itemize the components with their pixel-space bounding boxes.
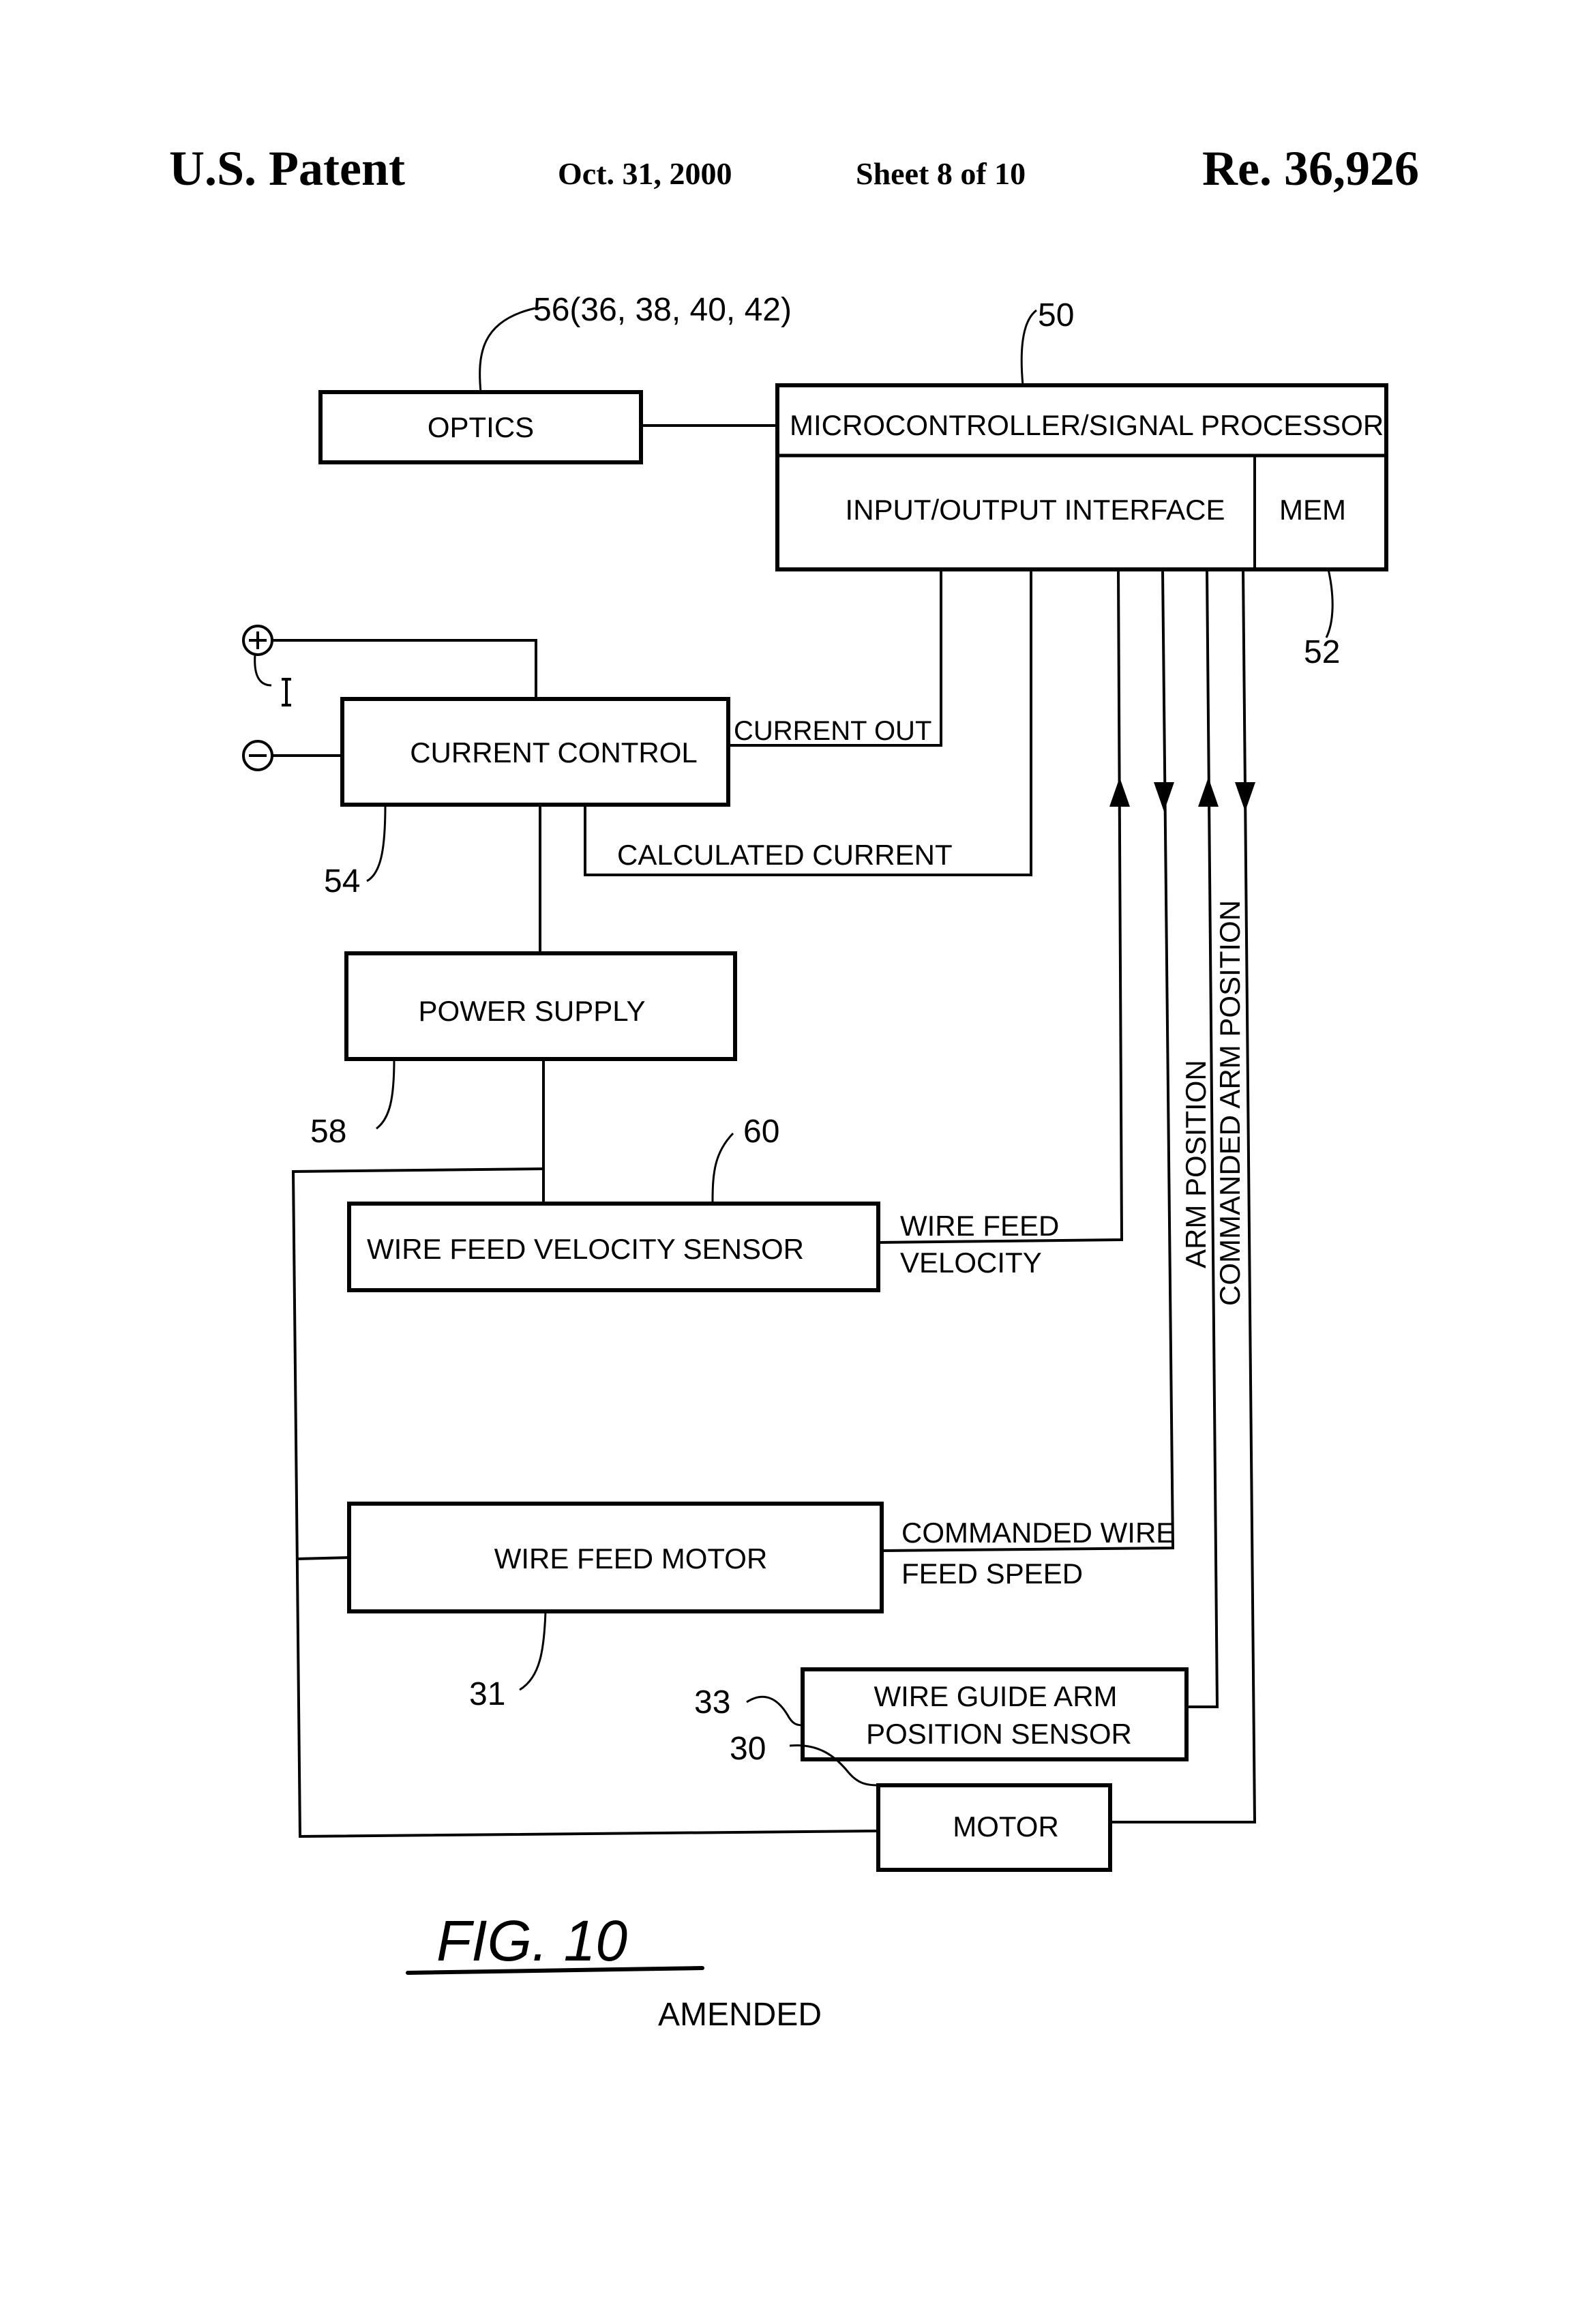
microcontroller-label: MICROCONTROLLER/SIGNAL PROCESSOR <box>790 409 1384 441</box>
ref-memory: 52 <box>1304 634 1340 670</box>
power-supply-label: POWER SUPPLY <box>419 995 646 1027</box>
ref-velocity-sensor: 60 <box>743 1114 779 1150</box>
memory-leader <box>1326 569 1332 638</box>
optics-leader <box>480 308 535 392</box>
bus-to-motor-wire <box>297 1558 349 1559</box>
ref-current-control: 54 <box>324 863 360 899</box>
plus-wire <box>272 640 536 699</box>
wire-guide-arm-leader <box>747 1697 803 1725</box>
commanded-wire-label-2: FEED SPEED <box>901 1558 1083 1590</box>
wire-feed-velocity-sensor-block: WIRE FEED VELOCITY SENSOR <box>349 1204 878 1290</box>
ref-optics: 56(36, 38, 40, 42) <box>533 292 792 328</box>
motor-label: MOTOR <box>953 1811 1059 1843</box>
memory-label: MEM <box>1279 494 1346 526</box>
ref-power-supply: 58 <box>310 1114 346 1150</box>
calculated-current-label: CALCULATED CURRENT <box>617 839 953 871</box>
optics-label: OPTICS <box>428 411 534 443</box>
current-out-label: CURRENT OUT <box>734 716 931 746</box>
commanded-arm-position-label: COMMANDED ARM POSITION <box>1214 900 1246 1306</box>
current-control-label: CURRENT CONTROL <box>410 736 698 769</box>
down-arrow-icon <box>1154 782 1174 811</box>
commanded-wire-label-1: COMMANDED WIRE <box>901 1517 1175 1549</box>
wire-feed-motor-label: WIRE FEED MOTOR <box>494 1543 768 1575</box>
current-control-block: CURRENT CONTROL <box>342 699 728 805</box>
wire-feed-velocity-label-1: WIRE FEED <box>900 1210 1059 1242</box>
optics-block: OPTICS <box>320 392 641 462</box>
ref-wire-feed-motor: 31 <box>469 1676 505 1712</box>
wire-feed-velocity-wire <box>878 569 1122 1242</box>
wire-feed-motor-block: WIRE FEED MOTOR <box>349 1504 882 1611</box>
arm-position-label: ARM POSITION <box>1180 1060 1212 1268</box>
wire-guide-arm-label-1: WIRE GUIDE ARM <box>874 1680 1117 1712</box>
wire-feed-motor-leader <box>520 1611 546 1690</box>
ref-microcontroller: 50 <box>1038 297 1074 333</box>
io-interface-label: INPUT/OUTPUT INTERFACE <box>846 494 1225 526</box>
velocity-sensor-leader <box>713 1133 733 1202</box>
motor-block: MOTOR <box>878 1785 1110 1870</box>
plus-terminal <box>243 626 272 655</box>
current-symbol-leader <box>255 655 271 685</box>
wire-guide-arm-label-2: POSITION SENSOR <box>866 1718 1132 1750</box>
ref-motor: 30 <box>730 1731 766 1767</box>
ref-wire-guide-arm: 33 <box>694 1684 730 1720</box>
microcontroller-leader <box>1021 310 1036 385</box>
down-arrow-icon <box>1235 782 1255 811</box>
microcontroller-block: MICROCONTROLLER/SIGNAL PROCESSOR INPUT/O… <box>777 385 1386 569</box>
up-arrow-icon <box>1109 777 1130 807</box>
figure-label: FIG. 10 <box>436 1909 627 1973</box>
wire-feed-velocity-label-2: VELOCITY <box>900 1247 1042 1279</box>
current-control-leader <box>367 805 385 881</box>
minus-terminal <box>243 741 272 770</box>
amended-label: AMENDED <box>658 1997 822 2033</box>
current-symbol <box>282 679 291 705</box>
power-supply-leader <box>376 1059 394 1129</box>
wire-feed-velocity-sensor-label: WIRE FEED VELOCITY SENSOR <box>367 1233 804 1265</box>
wire-guide-arm-sensor-block: WIRE GUIDE ARM POSITION SENSOR <box>803 1669 1186 1759</box>
up-arrow-icon <box>1198 777 1219 807</box>
power-supply-block: POWER SUPPLY <box>346 953 735 1059</box>
